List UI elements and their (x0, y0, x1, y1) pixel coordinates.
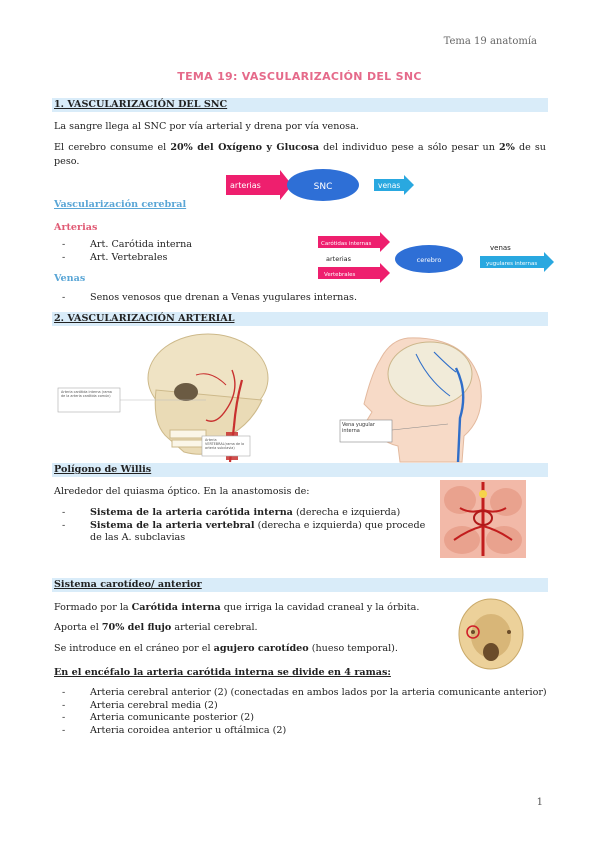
page-number: 1 (536, 797, 543, 808)
text-bold: Sistema de la arteria vertebral (90, 519, 255, 531)
carotideo-band: Sistema carotídeo/ anterior (52, 578, 548, 592)
section-1-band: 1. VASCULARIZACIÓN DEL SNC (52, 98, 548, 112)
label-arterias: Arterias (54, 222, 98, 233)
text-bold: agujero carotídeo (213, 643, 309, 654)
node-cerebro (395, 245, 463, 273)
list-item: Senos venosos que drenan a Venas yugular… (54, 292, 414, 305)
label-venas: Venas (54, 273, 86, 284)
head-veins-image: Vena yugular interna (339, 337, 482, 463)
carotideo-paragraph-3: Se introduce en el cráneo por el agujero… (54, 642, 434, 656)
node-cerebro-label: cerebro (417, 256, 442, 264)
text-bold: 20% del Oxígeno y Glucosa (170, 142, 320, 153)
text-bold: 70% del flujo (101, 622, 172, 633)
diagram-snc-flow: arterias SNC venas (226, 169, 414, 201)
text-run: del individuo pese a sólo pesar un (319, 142, 500, 153)
text-run: que irriga la cavidad craneal y la órbit… (220, 602, 420, 613)
header-topic: Tema 19 anatomía (443, 36, 537, 47)
willis-intro: Alrededor del quiasma óptico. En la anas… (54, 486, 310, 497)
skull-arteries-image: Arteria carótida interna (rama de la art… (57, 333, 269, 463)
list-item: Arteria cerebral anterior (2) (conectada… (54, 687, 548, 700)
text-bold: 2% (499, 142, 515, 153)
text-run: Formado por la (54, 602, 132, 613)
text-run: (derecha e izquierda) (292, 507, 401, 518)
list-item: Arteria comunicante posterior (2) (54, 712, 548, 725)
text-run: arterial cerebral. (171, 622, 258, 633)
list-venas: Senos venosos que drenan a Venas yugular… (54, 292, 414, 305)
skull-base-image (458, 598, 524, 670)
sec1-paragraph-1: La sangre llega al SNC por vía arterial … (54, 121, 359, 132)
arrow-venas-label: venas (378, 181, 400, 190)
text-run: (derecha e izquierda) que procede de las… (90, 519, 426, 544)
diagram-cerebro-flow: Carótidas internas arterias Vertebrales … (318, 232, 554, 283)
page-title: TEMA 19: VASCULARIZACIÓN DEL SNC (177, 70, 422, 83)
label-carotida-image: Arteria carótida interna (rama de la art… (61, 390, 112, 399)
text-run: Se introduce en el cráneo por el (54, 643, 214, 654)
list-item: Art. Carótida interna (54, 239, 304, 252)
arrow-carotidas (318, 232, 390, 252)
list-item: Arteria coroidea anterior u oftálmica (2… (54, 725, 548, 738)
arrow-venas (374, 175, 414, 195)
willis-band: Polígono de Willis (52, 463, 548, 477)
list-item: Sistema de la arteria vertebral (derecha… (54, 520, 432, 545)
carotideo-paragraph-2: Aporta el 70% del flujo arterial cerebra… (54, 621, 434, 635)
list-item: Art. Vertebrales (54, 252, 304, 265)
carotideo-heading: Sistema carotídeo/ anterior (54, 579, 202, 590)
section-1-heading: 1. VASCULARIZACIÓN DEL SNC (54, 99, 228, 110)
ramas-heading: En el encéfalo la arteria carótida inter… (54, 667, 391, 678)
arrow-yugulares (480, 252, 554, 272)
sec1-paragraph-2: El cerebro consume el 20% del Oxígeno y … (54, 141, 546, 169)
subheading-vascularizacion: Vascularización cerebral (54, 199, 187, 210)
willis-list: Sistema de la arteria carótida interna (… (54, 507, 432, 545)
list-item: Sistema de la arteria carótida interna (… (54, 507, 432, 520)
text-run: (hueso temporal). (308, 643, 398, 654)
text-run: Aporta el (54, 622, 102, 633)
label-vena-yugular-image: Vena yugular interna (342, 422, 375, 434)
text-bold: Carótida interna (131, 602, 221, 613)
arrow-vertebrales (318, 263, 390, 283)
willis-heading: Polígono de Willis (54, 464, 152, 475)
arrow-yugulares-label: yugulares internas (486, 261, 537, 267)
list-item: Arteria cerebral media (2) (54, 700, 548, 713)
label-arterias-small: arterias (326, 255, 352, 263)
willis-brain-image (440, 480, 526, 558)
text-bold: Sistema de la arteria carótida interna (90, 507, 293, 518)
ramas-list: Arteria cerebral anterior (2) (conectada… (54, 687, 548, 737)
text-run: El cerebro consume el (54, 142, 171, 153)
section-2-band: 2. VASCULARIZACIÓN ARTERIAL (52, 312, 548, 326)
carotideo-paragraph-1: Formado por la Carótida interna que irri… (54, 601, 434, 615)
node-snc (287, 169, 359, 201)
node-snc-label: SNC (314, 182, 333, 192)
arrow-vertebrales-label: Vertebrales (324, 272, 356, 278)
list-arterias: Art. Carótida interna Art. Vertebrales (54, 239, 304, 264)
text-run: de su peso. (54, 142, 546, 167)
section-2-heading: 2. VASCULARIZACIÓN ARTERIAL (54, 313, 235, 324)
arrow-carotidas-label: Carótidas internas (321, 240, 371, 247)
label-venas-small: venas (490, 244, 511, 252)
label-vertebral-image: Arteria VERTEBRAL(rama de la arteria sub… (205, 438, 245, 451)
arrow-arterias-label: arterias (230, 181, 261, 190)
arrow-arterias (226, 170, 292, 200)
